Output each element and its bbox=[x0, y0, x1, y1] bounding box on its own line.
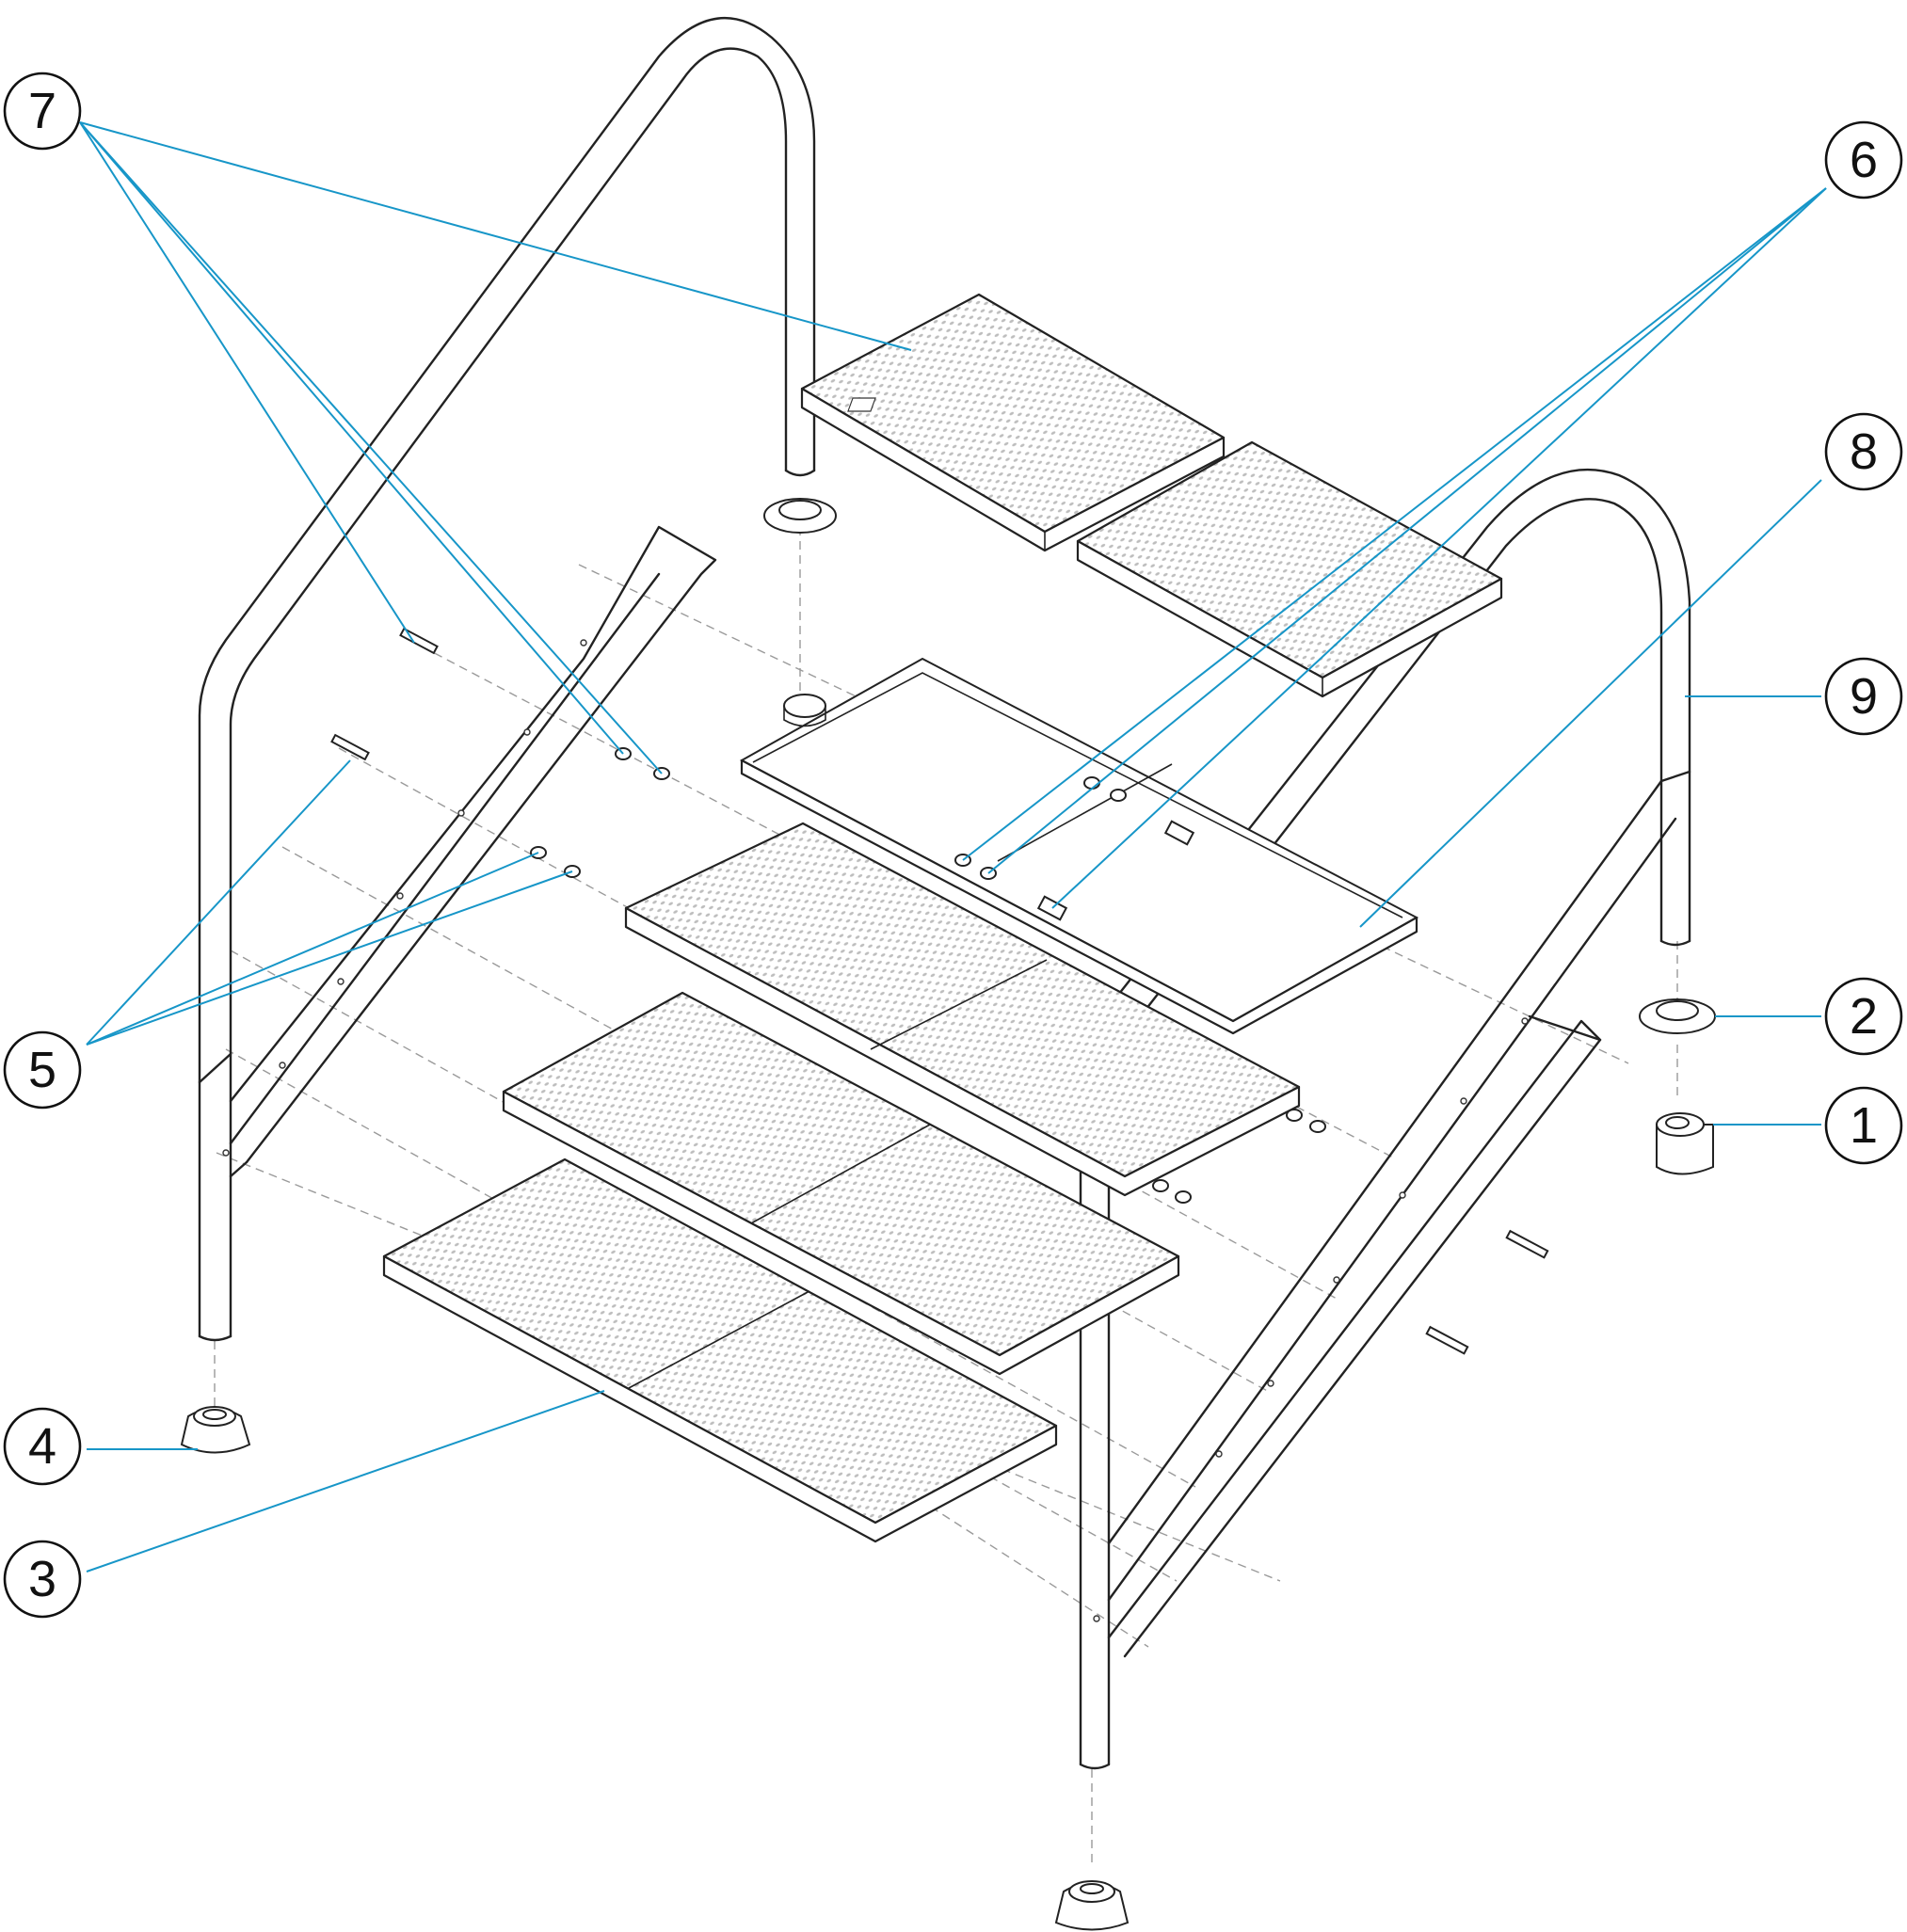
callout-1-label: 1 bbox=[1850, 1097, 1878, 1154]
callout-9: 9 bbox=[1824, 657, 1903, 736]
callout-7: 7 bbox=[3, 72, 82, 151]
callout-4-label: 4 bbox=[28, 1418, 56, 1475]
callout-4: 4 bbox=[3, 1407, 82, 1486]
callout-9-label: 9 bbox=[1850, 668, 1878, 725]
callout-8: 8 bbox=[1824, 412, 1903, 491]
callout-2-label: 2 bbox=[1850, 988, 1878, 1045]
bottom-tread bbox=[382, 1158, 1058, 1543]
foot-right bbox=[1054, 1880, 1130, 1931]
upper-tread-right bbox=[1076, 440, 1503, 698]
anchor-part-1 bbox=[1656, 1112, 1714, 1175]
middle-upper-tread bbox=[624, 822, 1301, 1197]
middle-lower-tread bbox=[502, 991, 1180, 1376]
callout-2: 2 bbox=[1824, 977, 1903, 1056]
callout-5: 5 bbox=[3, 1030, 82, 1110]
upper-tread-left bbox=[800, 293, 1226, 552]
callout-3: 3 bbox=[3, 1540, 82, 1619]
escutcheon-part-2 bbox=[1639, 998, 1716, 1034]
top-platform-tray bbox=[739, 657, 1419, 1035]
top-anchor bbox=[783, 694, 826, 727]
callout-8-label: 8 bbox=[1850, 423, 1878, 480]
callout-3-label: 3 bbox=[28, 1551, 56, 1607]
foot-part-4 bbox=[180, 1406, 251, 1454]
callout-6-label: 6 bbox=[1850, 132, 1878, 188]
leader-lines bbox=[79, 121, 1827, 1573]
top-escutcheon bbox=[763, 498, 837, 534]
left-handrail-frame bbox=[198, 17, 816, 1342]
callout-5-label: 5 bbox=[28, 1042, 56, 1098]
callout-7-label: 7 bbox=[28, 83, 56, 139]
hardware-washers-nuts bbox=[530, 747, 1326, 1204]
callout-6: 6 bbox=[1824, 120, 1903, 200]
callout-1: 1 bbox=[1824, 1086, 1903, 1165]
